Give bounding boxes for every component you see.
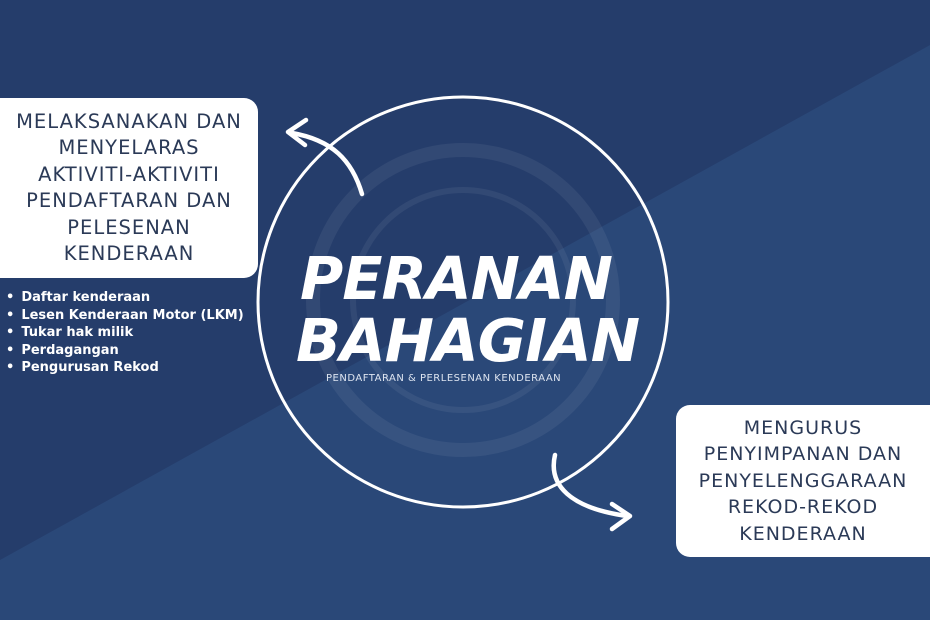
center-title-line-1: PERANAN [300, 244, 613, 313]
watermark-emblem [306, 143, 620, 457]
bullet-item: Pengurusan Rekod [6, 359, 244, 377]
center-circle [256, 95, 670, 509]
role-left-line: MELAKSANAKAN DAN [16, 109, 242, 133]
role-right-line: KENDERAAN [739, 522, 867, 545]
role-box-left: MELAKSANAKAN DAN MENYELARAS AKTIVITI-AKT… [0, 98, 258, 278]
role-left-line: PENDAFTARAN DAN [26, 189, 232, 212]
bullet-item: Perdagangan [6, 342, 244, 360]
role-right-line: PENYIMPANAN DAN [703, 443, 903, 466]
curved-arrow-bottom-icon [551, 452, 633, 532]
center-subtitle: PENDAFTARAN & PERLESENAN KENDERAAN [326, 373, 562, 384]
role-box-right: MENGURUS PENYIMPANAN DAN PENYELENGGARAAN… [676, 405, 930, 557]
bullet-item: Lesen Kenderaan Motor (LKM) [6, 307, 243, 325]
role-bullet-list: Daftar kenderaan Lesen Kenderaan Motor (… [6, 289, 244, 377]
role-right-line: PENYELENGGARAAN [698, 469, 908, 492]
bullet-item: Tukar hak milik [6, 324, 244, 342]
role-left-line: MENYELARAS [58, 136, 200, 159]
bullet-item: Daftar kenderaan [6, 289, 244, 307]
role-right-line: MENGURUS [743, 416, 863, 439]
curved-arrow-top-icon [285, 117, 365, 197]
role-left-line: KENDERAAN [63, 242, 195, 265]
role-right-line: REKOD-REKOD [727, 496, 879, 519]
center-title-line-2: BAHAGIAN [296, 306, 640, 375]
role-left-line: PELESENAN [67, 215, 191, 239]
role-left-line: AKTIVITI-AKTIVITI [38, 162, 220, 186]
